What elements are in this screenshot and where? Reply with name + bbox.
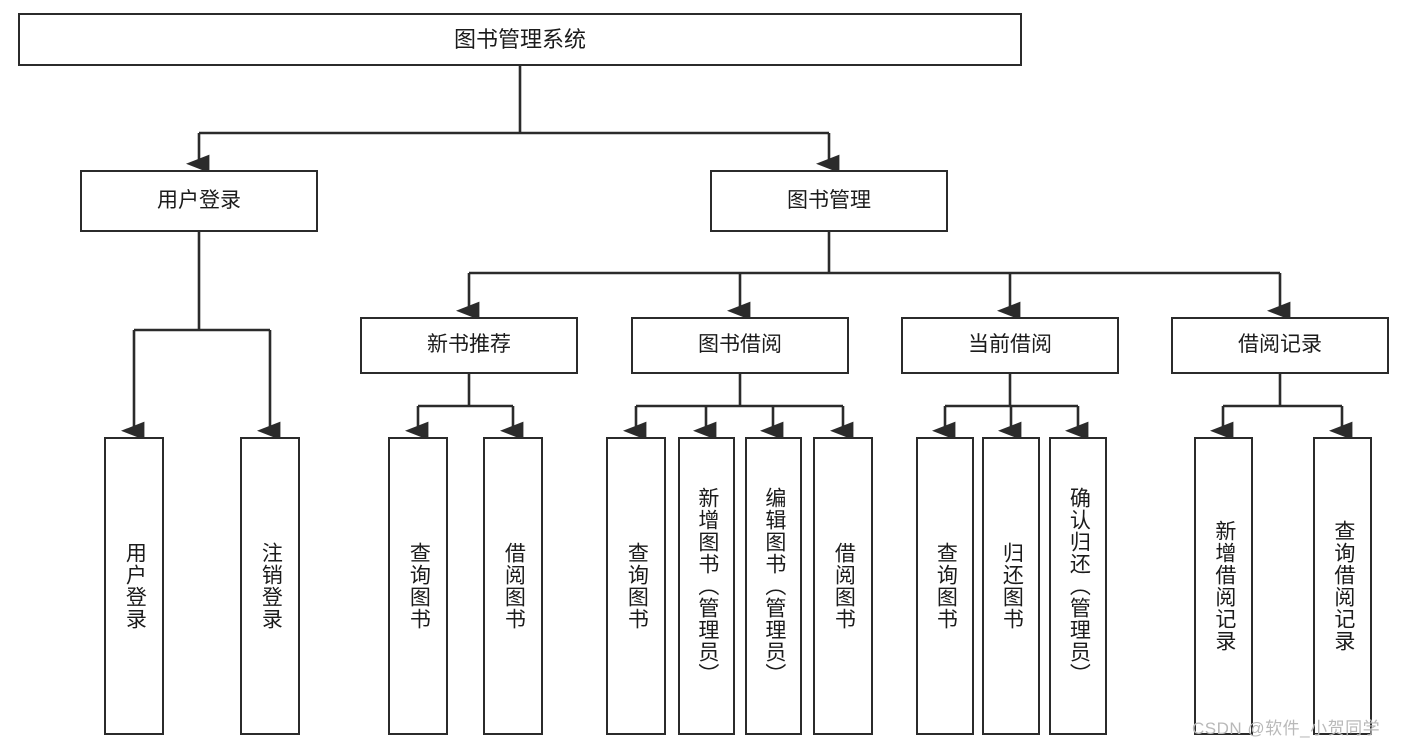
leaf-query-book-rec-label: 查询图书 [407,542,431,630]
node-current-borrow[interactable]: 当前借阅 [901,317,1119,374]
node-user-login[interactable]: 用户登录 [80,170,318,232]
leaf-edit-book-admin[interactable]: 编辑图书（管理员） [745,437,802,735]
node-root-label: 图书管理系统 [453,26,586,52]
leaf-confirm-return-admin-label: 确认归还（管理员） [1067,487,1091,685]
leaf-query-book-borrow[interactable]: 查询图书 [606,437,666,735]
node-book-management[interactable]: 图书管理 [710,170,948,232]
node-current-borrow-label: 当前借阅 [968,333,1052,357]
leaf-borrow-book-label: 借阅图书 [832,542,856,630]
node-book-borrow[interactable]: 图书借阅 [631,317,849,374]
leaf-query-book-borrow-label: 查询图书 [625,542,649,630]
leaf-return-book[interactable]: 归还图书 [982,437,1040,735]
node-root[interactable]: 图书管理系统 [18,13,1022,66]
leaf-query-borrow-record[interactable]: 查询借阅记录 [1313,437,1372,735]
leaf-borrow-book-rec[interactable]: 借阅图书 [483,437,543,735]
leaf-query-book-rec[interactable]: 查询图书 [388,437,448,735]
leaf-add-borrow-record[interactable]: 新增借阅记录 [1194,437,1253,735]
leaf-borrow-book-rec-label: 借阅图书 [502,542,526,630]
leaf-add-book-admin-label: 新增图书（管理员） [695,487,719,685]
leaf-logout[interactable]: 注销登录 [240,437,300,735]
leaf-user-login-label: 用户登录 [123,542,147,630]
node-borrow-record-label: 借阅记录 [1238,333,1322,357]
leaf-user-login[interactable]: 用户登录 [104,437,164,735]
node-user-login-label: 用户登录 [157,188,241,212]
node-book-borrow-label: 图书借阅 [698,333,782,357]
leaf-logout-label: 注销登录 [259,542,283,630]
leaf-confirm-return-admin[interactable]: 确认归还（管理员） [1049,437,1107,735]
node-borrow-record[interactable]: 借阅记录 [1171,317,1389,374]
node-new-book-recommend-label: 新书推荐 [427,333,511,357]
leaf-return-book-label: 归还图书 [1000,542,1024,630]
leaf-query-borrow-record-label: 查询借阅记录 [1331,520,1355,652]
leaf-add-book-admin[interactable]: 新增图书（管理员） [678,437,735,735]
node-book-management-label: 图书管理 [787,188,871,212]
leaf-borrow-book[interactable]: 借阅图书 [813,437,873,735]
leaf-edit-book-admin-label: 编辑图书（管理员） [762,487,786,685]
leaf-query-book-current-label: 查询图书 [934,542,958,630]
node-new-book-recommend[interactable]: 新书推荐 [360,317,578,374]
leaf-query-book-current[interactable]: 查询图书 [916,437,974,735]
leaf-add-borrow-record-label: 新增借阅记录 [1212,520,1236,652]
